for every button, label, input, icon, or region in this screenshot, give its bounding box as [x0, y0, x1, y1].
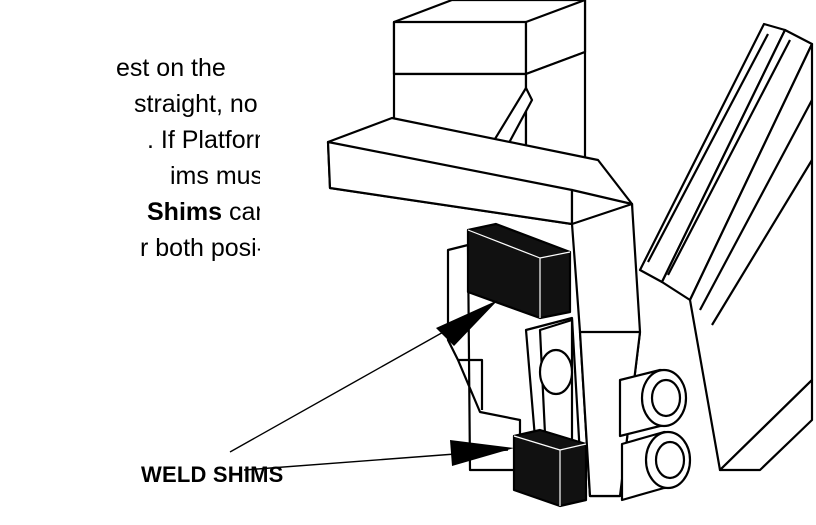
arrow-head-lower: [450, 440, 514, 466]
weld-shim-upper: [466, 222, 572, 320]
text-line: ims must be: [170, 162, 260, 190]
cross-beam: [326, 116, 634, 226]
bolt-lower: [620, 430, 692, 502]
rail-channel: [638, 22, 814, 472]
callout-leaders: [229, 300, 514, 471]
arrow-head-upper: [436, 300, 498, 346]
text-fragment: can: [228, 198, 260, 226]
weld-shim-lower: [512, 428, 588, 508]
bolt-upper: [618, 368, 688, 438]
boss-side: [538, 348, 574, 396]
weld-shims-label: WELD SHIMS: [141, 462, 284, 487]
text-line: . If Platform: [147, 126, 260, 154]
text-line: straight, no: [134, 90, 258, 118]
text-line: r both posi-: [140, 234, 260, 262]
text-line: est on the: [116, 54, 226, 82]
bold-term-shims: Shims: [147, 198, 223, 226]
text-line: Shims can: [0, 194, 260, 230]
instruction-text: est on the straight, no . If Platform im…: [0, 50, 260, 266]
